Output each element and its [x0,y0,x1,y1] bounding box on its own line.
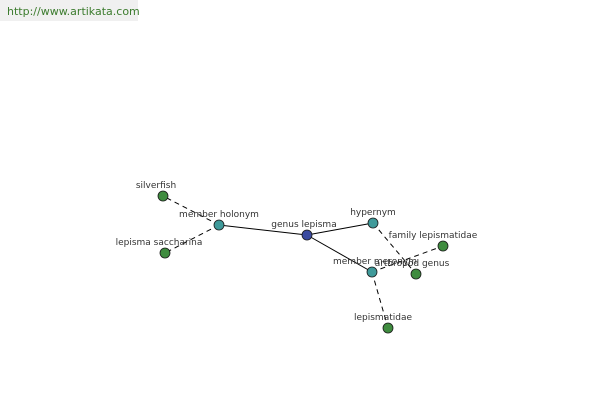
node-hypernym[interactable]: hypernym [350,208,396,229]
node-label-silverfish: silverfish [136,181,176,191]
edge-member-meronym-to-family-lepismatidae [371,245,444,273]
node-member-holonym[interactable]: member holonym [179,210,259,231]
node-silverfish[interactable]: silverfish [136,181,176,202]
edge-hypernym-to-arthropod-genus [372,222,417,275]
site-url-link[interactable]: http://www.artikata.com [7,5,140,18]
node-marker-member-holonym[interactable] [213,219,225,231]
node-lepismatidae[interactable]: lepismatidae [354,313,412,334]
node-marker-arthropod-genus[interactable] [410,268,422,280]
node-member-meronym[interactable]: member meronym [333,257,417,278]
node-marker-lepismatidae[interactable] [382,322,394,334]
node-label-member-holonym: member holonym [179,210,259,220]
node-label-lepismatidae: lepismatidae [354,313,412,323]
node-family-lepismatidae[interactable]: family lepismatidae [389,231,478,252]
node-label-member-meronym: member meronym [333,257,417,267]
node-label-genus-lepisma: genus lepisma [271,220,336,230]
node-genus-lepisma[interactable]: genus lepisma [271,220,337,241]
node-marker-lepisma-saccharina[interactable] [159,247,171,259]
node-marker-genus-lepisma[interactable] [301,229,313,241]
node-marker-member-meronym[interactable] [366,266,378,278]
edge-genus-lepisma-to-member-holonym [218,224,308,236]
edge-member-holonym-to-lepisma-saccharina [164,224,220,254]
node-label-family-lepismatidae: family lepismatidae [389,231,478,241]
node-lepisma-saccharina[interactable]: lepisma saccharina [116,238,203,259]
node-label-lepisma-saccharina: lepisma saccharina [116,238,203,248]
node-marker-hypernym[interactable] [367,217,379,229]
node-label-hypernym: hypernym [350,208,396,218]
edge-member-holonym-to-silverfish [162,195,220,226]
url-bar: http://www.artikata.com [0,0,140,21]
node-layer: genus lepisma member holonym hypernym membe… [116,181,478,334]
node-marker-family-lepismatidae[interactable] [437,240,449,252]
edge-member-meronym-to-lepismatidae [371,271,389,329]
edge-genus-lepisma-to-member-meronym [306,234,373,273]
node-label-arthropod-genus: arthropod genus [375,259,450,269]
edge-genus-lepisma-to-hypernym [306,222,374,236]
node-marker-silverfish[interactable] [157,190,169,202]
node-arthropod-genus[interactable]: arthropod genus [375,259,450,280]
edge-layer [162,195,444,329]
